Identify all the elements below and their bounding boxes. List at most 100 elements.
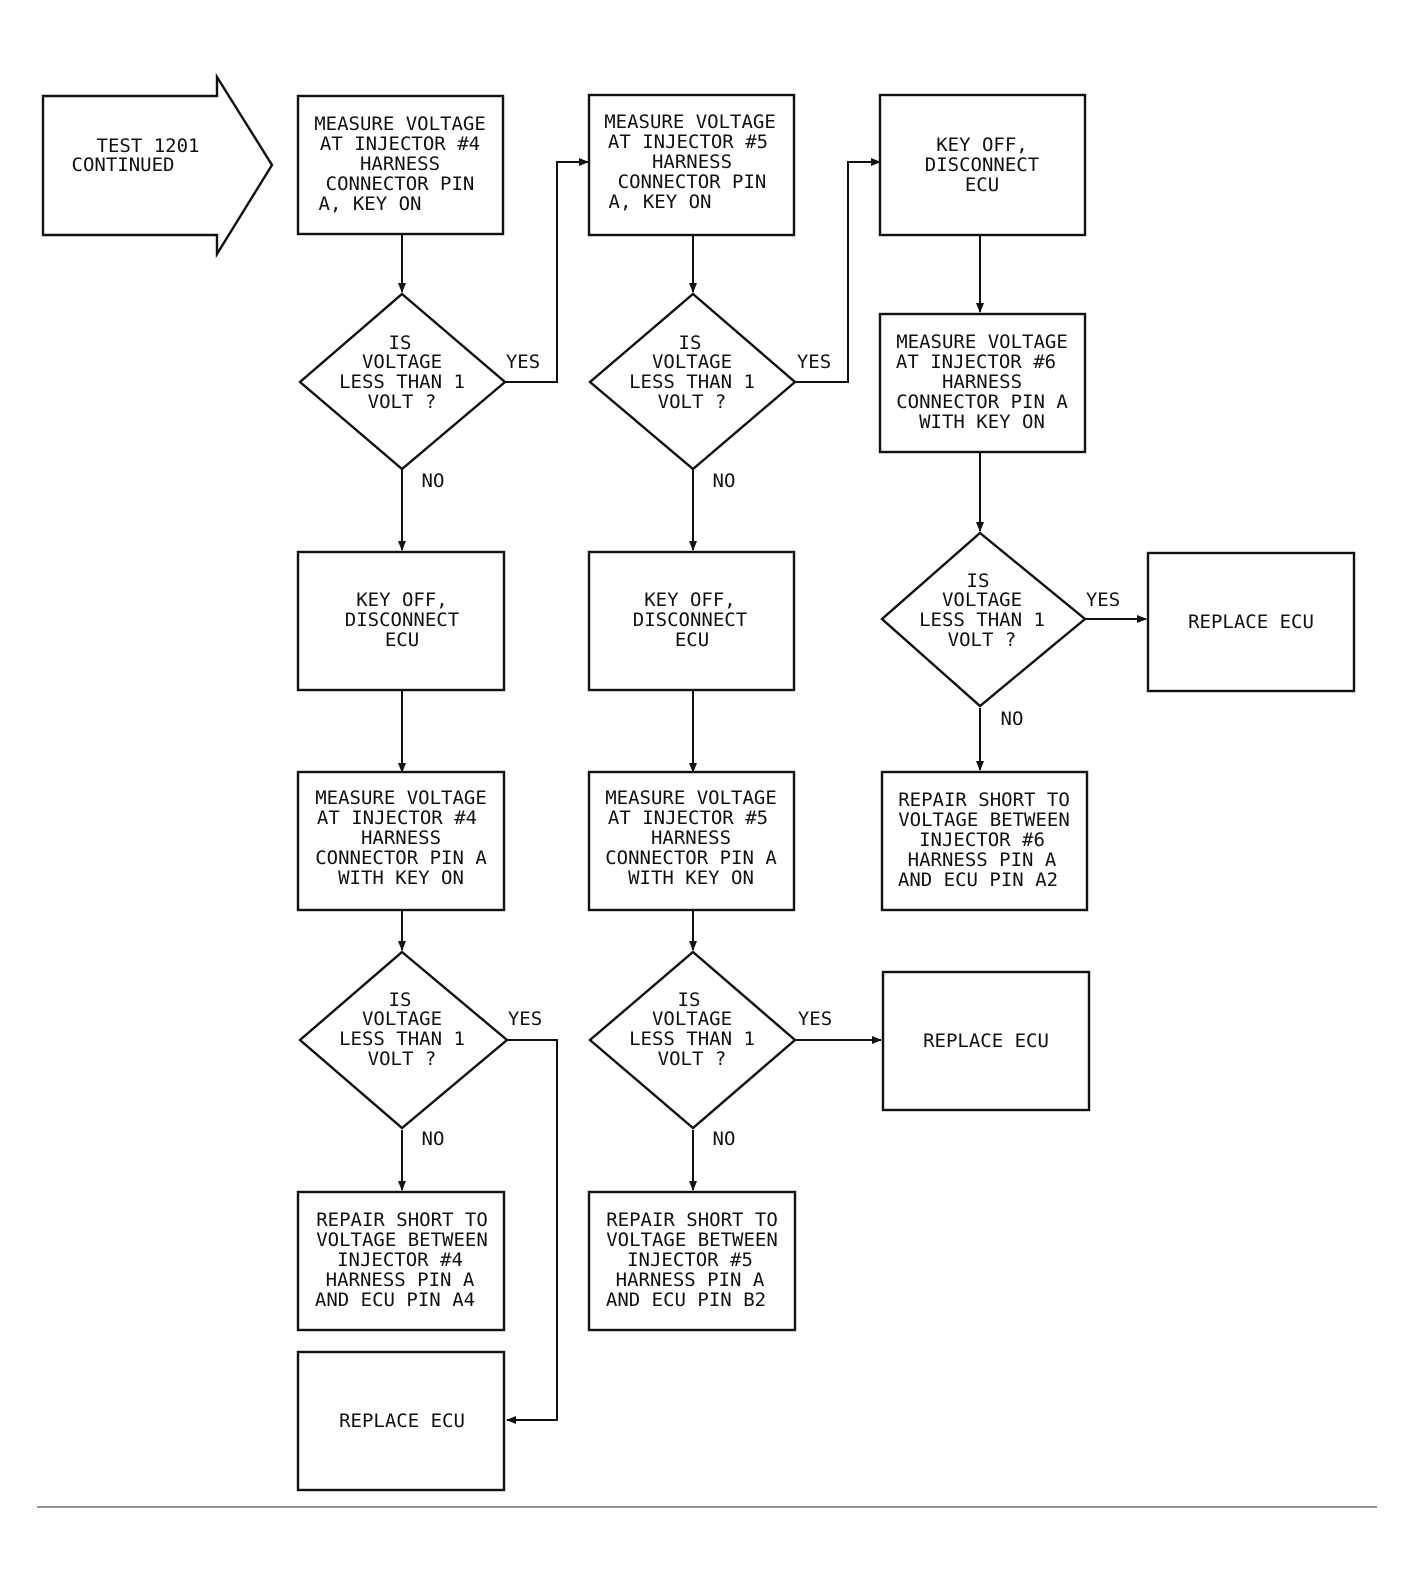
box-text-line: MEASURE VOLTAGE — [605, 787, 777, 809]
box-text-line: ECU — [675, 629, 709, 651]
box-text-line: REPAIR SHORT TO — [898, 789, 1070, 811]
diamond-text-line: LESS THAN 1 — [339, 371, 465, 393]
box-text-line: DISCONNECT — [345, 609, 459, 631]
decision-diamond-inj4-a: IS VOLTAGE LESS THAN 1 VOLT ? — [298, 292, 507, 471]
box-text-line: A, KEY ON — [609, 191, 712, 213]
process-box-measure-inj6: MEASURE VOLTAGE AT INJECTOR #6 HARNESS C… — [878, 312, 1087, 454]
diamond-text-line: VOLTAGE — [652, 351, 732, 373]
process-box-replace-ecu-inj4: REPLACE ECU — [296, 1350, 506, 1492]
diamond-text-line: VOLTAGE — [362, 1008, 442, 1030]
box-text-line: WITH KEY ON — [919, 411, 1045, 433]
no-label: NO — [713, 470, 736, 492]
process-box-key-off-top: KEY OFF, DISCONNECT ECU — [878, 93, 1087, 237]
diamond-text-line: IS — [389, 989, 412, 1011]
box-text-line: AND ECU PIN B2 — [606, 1289, 766, 1311]
box-text-line: CONNECTOR PIN — [326, 173, 475, 195]
diamond-text-line: IS — [678, 989, 701, 1011]
box-text-line: HARNESS — [361, 827, 441, 849]
box-text-line: MEASURE VOLTAGE — [314, 113, 486, 135]
box-text-line: AND ECU PIN A2 — [898, 869, 1058, 891]
process-box-measure-inj5-key-on: MEASURE VOLTAGE AT INJECTOR #5 HARNESS C… — [587, 93, 796, 237]
box-text-line: VOLTAGE BETWEEN — [898, 809, 1070, 831]
box-text-line: MEASURE VOLTAGE — [604, 111, 776, 133]
no-label: NO — [713, 1128, 736, 1150]
box-text-line: WITH KEY ON — [628, 867, 754, 889]
box-text-line: AT INJECTOR #6 — [896, 351, 1056, 373]
box-text-line: ECU — [385, 629, 419, 651]
no-label: NO — [1001, 708, 1024, 730]
process-box-key-off-col2: KEY OFF, DISCONNECT ECU — [587, 550, 796, 692]
start-arrow: TEST 1201 CONTINUED — [41, 72, 274, 259]
box-text-line: CONNECTOR PIN — [618, 171, 767, 193]
box-text-line: HARNESS — [360, 153, 440, 175]
box-text-line: CONNECTOR PIN A — [605, 847, 777, 869]
box-text-line: VOLTAGE BETWEEN — [316, 1229, 488, 1251]
no-label: NO — [422, 1128, 445, 1150]
yes-label: YES — [798, 1008, 832, 1030]
box-text-line: DISCONNECT — [633, 609, 747, 631]
diamond-text-line: VOLT ? — [658, 391, 727, 413]
box-text-line: AT INJECTOR #4 — [320, 133, 480, 155]
diamond-text-line: LESS THAN 1 — [919, 609, 1045, 631]
process-box-repair-inj5: REPAIR SHORT TO VOLTAGE BETWEEN INJECTOR… — [587, 1190, 797, 1332]
box-text-line: INJECTOR #6 — [919, 829, 1045, 851]
diamond-text-line: IS — [679, 332, 702, 354]
box-text-line: HARNESS — [651, 827, 731, 849]
box-text-line: HARNESS PIN A — [326, 1269, 475, 1291]
box-text-line: REPLACE ECU — [339, 1410, 465, 1432]
process-box-repair-inj6: REPAIR SHORT TO VOLTAGE BETWEEN INJECTOR… — [880, 770, 1089, 912]
diamond-text-line: IS — [967, 570, 990, 592]
box-text-line: INJECTOR #4 — [337, 1249, 463, 1271]
diamond-text-line: VOLT ? — [948, 629, 1017, 651]
connectors — [398, 158, 1147, 1424]
box-text-line: INJECTOR #5 — [627, 1249, 753, 1271]
process-box-replace-ecu-inj5: REPLACE ECU — [881, 970, 1091, 1112]
box-text-line: WITH KEY ON — [338, 867, 464, 889]
decision-diamond-inj6: IS VOLTAGE LESS THAN 1 VOLT ? — [880, 531, 1087, 708]
diamond-text-line: LESS THAN 1 — [629, 371, 755, 393]
box-text-line: REPAIR SHORT TO — [316, 1209, 488, 1231]
box-text-line: HARNESS PIN A — [616, 1269, 765, 1291]
connector-decision-inj5-a-yes — [795, 158, 881, 383]
decision-diamond-inj4-b: IS VOLTAGE LESS THAN 1 VOLT ? — [298, 950, 509, 1130]
box-text-line: DISCONNECT — [925, 154, 1039, 176]
box-text-line: AND ECU PIN A4 — [315, 1289, 475, 1311]
decision-diamond-inj5-a: IS VOLTAGE LESS THAN 1 VOLT ? — [588, 292, 797, 471]
diamond-text-line: VOLT ? — [658, 1048, 727, 1070]
box-text-line: KEY OFF, — [356, 589, 448, 611]
diamond-text-line: VOLTAGE — [652, 1008, 732, 1030]
process-box-measure-inj5-disconnected: MEASURE VOLTAGE AT INJECTOR #5 HARNESS C… — [587, 770, 796, 912]
box-text-line: MEASURE VOLTAGE — [315, 787, 487, 809]
start-line: CONTINUED — [72, 154, 175, 176]
yes-label: YES — [508, 1008, 542, 1030]
box-text-line: HARNESS PIN A — [908, 849, 1057, 871]
no-label: NO — [422, 470, 445, 492]
yes-label: YES — [506, 351, 540, 373]
yes-label: YES — [1086, 589, 1120, 611]
diamond-text-line: VOLTAGE — [942, 589, 1022, 611]
box-text-line: AT INJECTOR #4 — [317, 807, 477, 829]
yes-label: YES — [797, 351, 831, 373]
process-box-measure-inj4-disconnected: MEASURE VOLTAGE AT INJECTOR #4 HARNESS C… — [296, 770, 506, 912]
box-text-line: KEY OFF, — [936, 134, 1028, 156]
diamond-text-line: LESS THAN 1 — [629, 1028, 755, 1050]
box-text-line: CONNECTOR PIN A — [896, 391, 1068, 413]
box-text-line: MEASURE VOLTAGE — [896, 331, 1068, 353]
box-text-line: A, KEY ON — [319, 193, 422, 215]
process-box-replace-ecu-inj6: REPLACE ECU — [1146, 551, 1356, 693]
connector-decision-inj4-b-yes — [506, 1039, 558, 1424]
connector-decision-inj4-a-yes — [505, 158, 589, 383]
box-text-line: REPAIR SHORT TO — [606, 1209, 778, 1231]
box-text-line: AT INJECTOR #5 — [608, 807, 768, 829]
box-text-line: KEY OFF, — [644, 589, 736, 611]
box-text-line: AT INJECTOR #5 — [608, 131, 768, 153]
box-text-line: REPLACE ECU — [923, 1030, 1049, 1052]
process-box-key-off-col1: KEY OFF, DISCONNECT ECU — [296, 550, 506, 692]
process-box-measure-inj4-key-on: MEASURE VOLTAGE AT INJECTOR #4 HARNESS C… — [296, 94, 505, 236]
diamond-text-line: VOLT ? — [368, 391, 437, 413]
diamond-text-line: IS — [389, 332, 412, 354]
process-box-repair-inj4: REPAIR SHORT TO VOLTAGE BETWEEN INJECTOR… — [296, 1190, 506, 1332]
start-line: TEST 1201 — [97, 135, 200, 157]
box-text-line: REPLACE ECU — [1188, 611, 1314, 633]
